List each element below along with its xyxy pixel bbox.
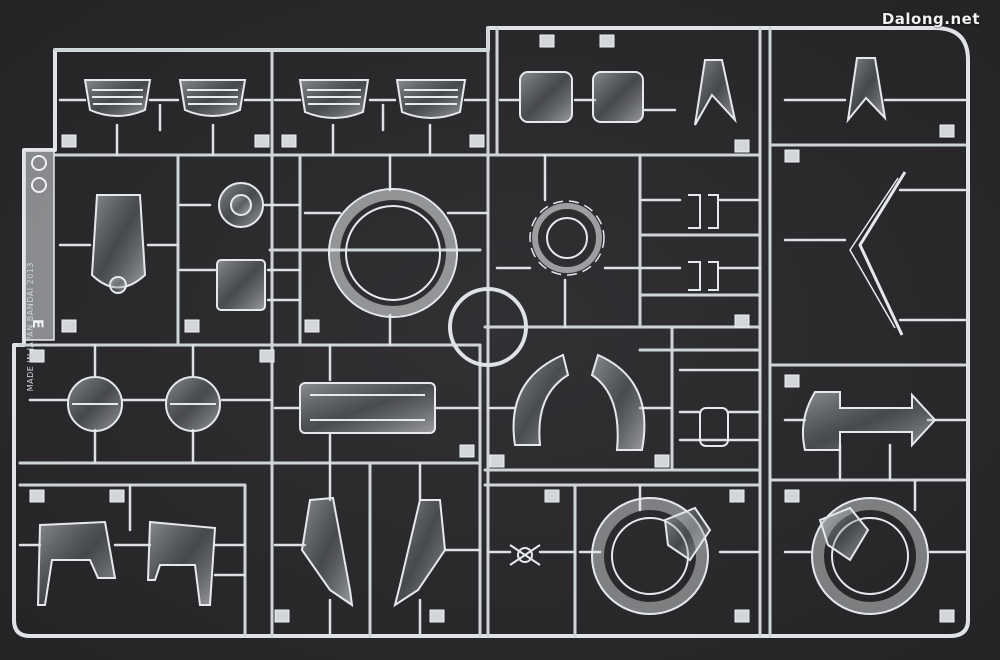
tab-gear-icon-2 <box>31 177 47 193</box>
arc-parts <box>512 353 646 451</box>
grille-part-2 <box>178 79 247 117</box>
gear-ring-part <box>529 200 605 276</box>
tab-line-2: BANDAI 2013 <box>26 262 35 322</box>
grille-parts <box>83 79 467 119</box>
watermark-text: Dalong.net <box>881 10 980 28</box>
long-panel-part <box>299 382 436 434</box>
tab-text: MADE IN JAPAN BANDAI 2013 <box>26 262 46 391</box>
tab-gear-icon-1 <box>31 155 47 171</box>
blade-parts <box>300 496 447 608</box>
dome-parts <box>67 376 221 432</box>
box-part <box>216 259 266 311</box>
part-number-tags <box>29 34 955 623</box>
runner-ring <box>448 287 528 367</box>
bracket-parts <box>688 194 729 447</box>
leg-guard-parts <box>36 520 217 606</box>
tab-line-1: MADE IN JAPAN <box>26 324 35 392</box>
grille-part-4 <box>395 79 467 119</box>
runner-gates <box>18 26 967 638</box>
grille-part-3 <box>298 79 370 119</box>
torso-part <box>90 194 147 289</box>
runner-label-tab <box>23 149 55 341</box>
joint-ring-parts <box>591 497 929 615</box>
gate-stubs <box>18 98 967 638</box>
runner-frame <box>12 26 970 638</box>
block-part-1 <box>519 71 573 123</box>
block-part-2 <box>592 71 644 123</box>
block-parts <box>519 57 887 126</box>
large-ring-part <box>328 188 458 318</box>
arrow-part <box>802 391 937 451</box>
wedge-part-1 <box>694 59 737 126</box>
joint-ring-1 <box>592 498 708 614</box>
grille-part-1 <box>83 79 152 117</box>
v-frame-part <box>849 171 907 336</box>
left-parts <box>90 182 266 311</box>
runner-letter: E <box>29 319 45 329</box>
small-connector-part <box>509 544 541 566</box>
joint-ring-2 <box>812 498 928 614</box>
wedge-part-2 <box>846 57 887 124</box>
